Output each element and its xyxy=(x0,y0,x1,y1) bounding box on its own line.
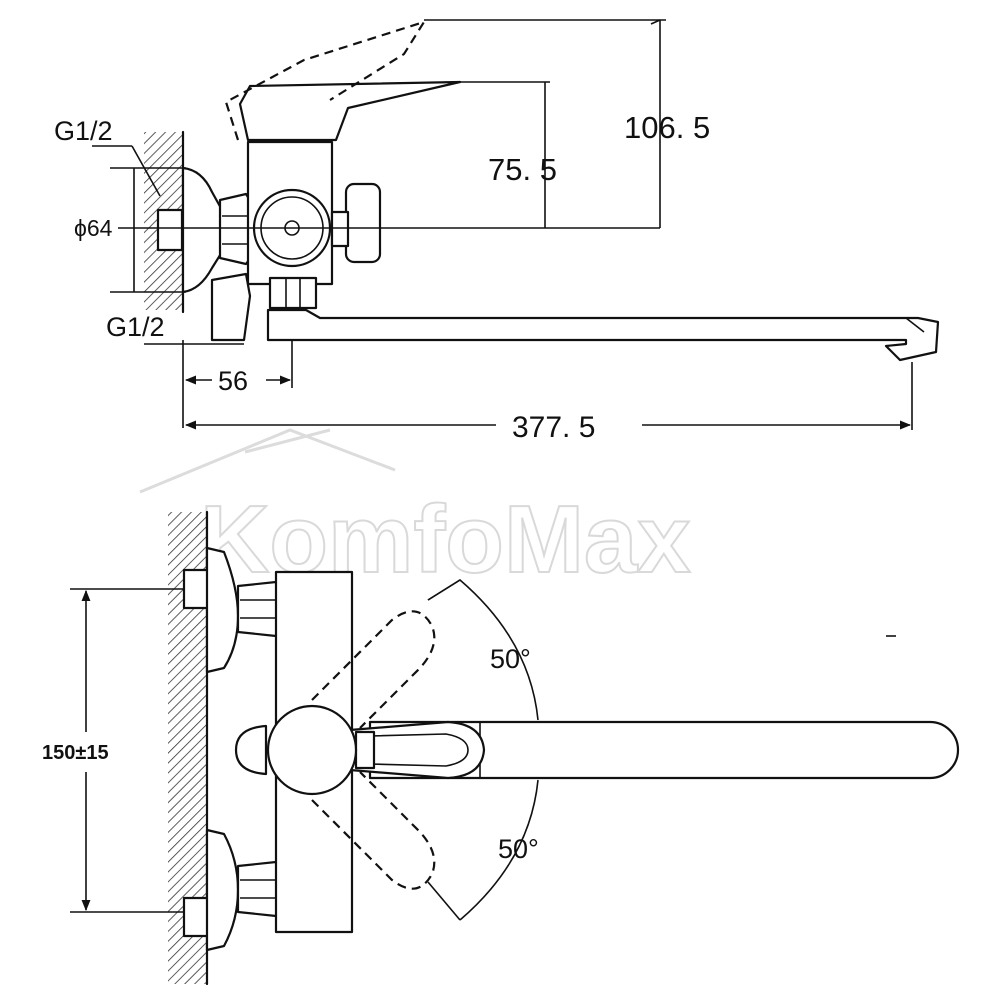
inlet-pipe-top xyxy=(156,208,184,252)
spout-top xyxy=(266,308,940,362)
lever-left-dashed-front xyxy=(311,610,436,729)
lever-top xyxy=(238,80,462,142)
watermark-text: KomfoMax xyxy=(200,486,691,593)
angle-arc-up xyxy=(427,579,539,721)
dim-height-outer: 106. 5 xyxy=(624,110,710,145)
dim-offset: 56 xyxy=(218,366,248,396)
angle-up-label: 50° xyxy=(490,644,531,674)
escutcheon-top xyxy=(181,166,224,294)
lever-raised-dashed-top xyxy=(224,20,427,141)
front-view: 50° 50° 150±15 xyxy=(42,510,960,986)
label-thread-top: G1/2 xyxy=(54,116,113,146)
watermark-house-icon xyxy=(139,428,396,494)
top-view: 106. 5 75. 5 G1/2 ϕ64 G1/2 56 377. 5 xyxy=(54,19,940,444)
spout-front xyxy=(368,720,960,780)
lower-escutcheon-front xyxy=(205,828,240,952)
outlet-nut-top xyxy=(268,276,318,310)
cartridge-dome-front xyxy=(266,704,358,796)
dim-spacing: 150±15 xyxy=(42,742,109,764)
lower-inlet-top xyxy=(210,272,252,342)
dim-height-inner: 75. 5 xyxy=(488,152,557,187)
label-diameter: ϕ64 xyxy=(74,215,113,241)
cartridge-cap-front xyxy=(234,724,268,776)
label-thread-bottom: G1/2 xyxy=(106,312,165,342)
watermark: KomfoMax xyxy=(139,428,692,594)
lever-right-dashed-front xyxy=(311,771,436,890)
angle-arc-down xyxy=(459,779,539,921)
angle-down-label: 50° xyxy=(498,834,539,864)
dim-spout-length: 377. 5 xyxy=(512,411,595,444)
diverter-knob-top xyxy=(344,182,382,264)
